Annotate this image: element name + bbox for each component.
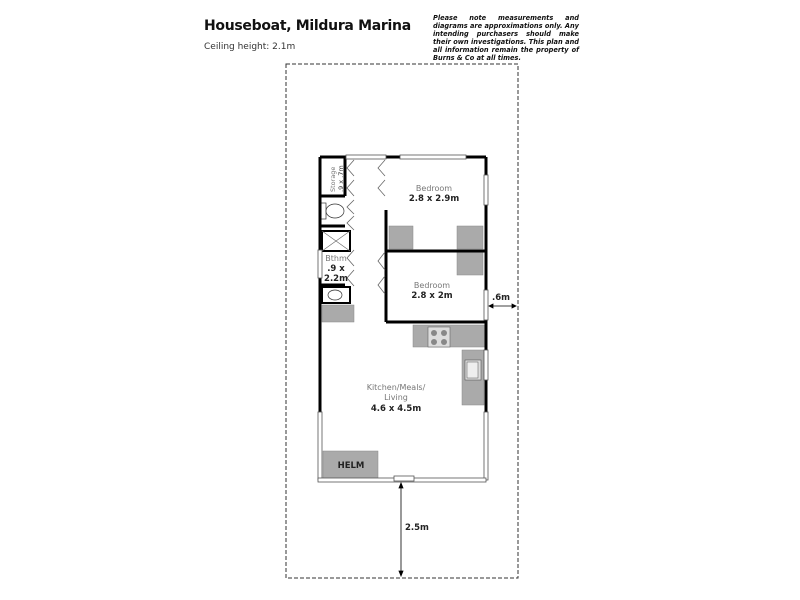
- storage-label: Storage: [329, 167, 337, 192]
- bedroom2-label: Bedroom: [414, 281, 450, 290]
- stove-icon: [427, 326, 451, 348]
- shower-icon: [321, 230, 351, 252]
- windows: [317, 154, 489, 483]
- living-label-1: Kitchen/Meals/: [367, 383, 426, 392]
- front-dimension-arrow: [398, 481, 404, 578]
- toilet-icon: [319, 202, 345, 220]
- sink-icon: [464, 359, 482, 381]
- storage-size: .9 x .7m: [337, 165, 345, 192]
- bedroom1-label: Bedroom: [416, 184, 452, 193]
- side-dimension-arrow: [488, 303, 517, 309]
- bifold-doors: [346, 159, 386, 295]
- bed-side-table: [388, 225, 414, 250]
- disclaimer: Please note measurements and diagrams ar…: [433, 14, 579, 62]
- bathroom-size-1: .9 x: [327, 264, 345, 274]
- vanity-cabinet: [321, 304, 355, 323]
- basin-icon: [321, 286, 351, 304]
- bathroom-size-2: 2.2m: [324, 274, 348, 284]
- front-deck-label: 2.5m: [405, 523, 429, 533]
- living-size: 4.6 x 4.5m: [371, 404, 422, 414]
- helm-console: [322, 450, 379, 480]
- walls: [318, 155, 488, 412]
- living-label-2: Living: [384, 393, 408, 402]
- ceiling-height: Ceiling height: 2.1m: [204, 42, 296, 52]
- deck-boundary: [285, 63, 519, 579]
- bedroom1-size: 2.8 x 2.9m: [409, 194, 460, 204]
- bathroom-label: Bthm: [325, 254, 347, 263]
- bed-side-table: [456, 251, 484, 276]
- side-clearance-label: .6m: [492, 293, 510, 303]
- fittings: [321, 225, 486, 480]
- plan-title: Houseboat, Mildura Marina: [204, 18, 411, 34]
- helm-label: HELM: [338, 461, 365, 471]
- bed-side-table: [456, 225, 484, 250]
- bedroom2-size: 2.8 x 2m: [411, 291, 452, 301]
